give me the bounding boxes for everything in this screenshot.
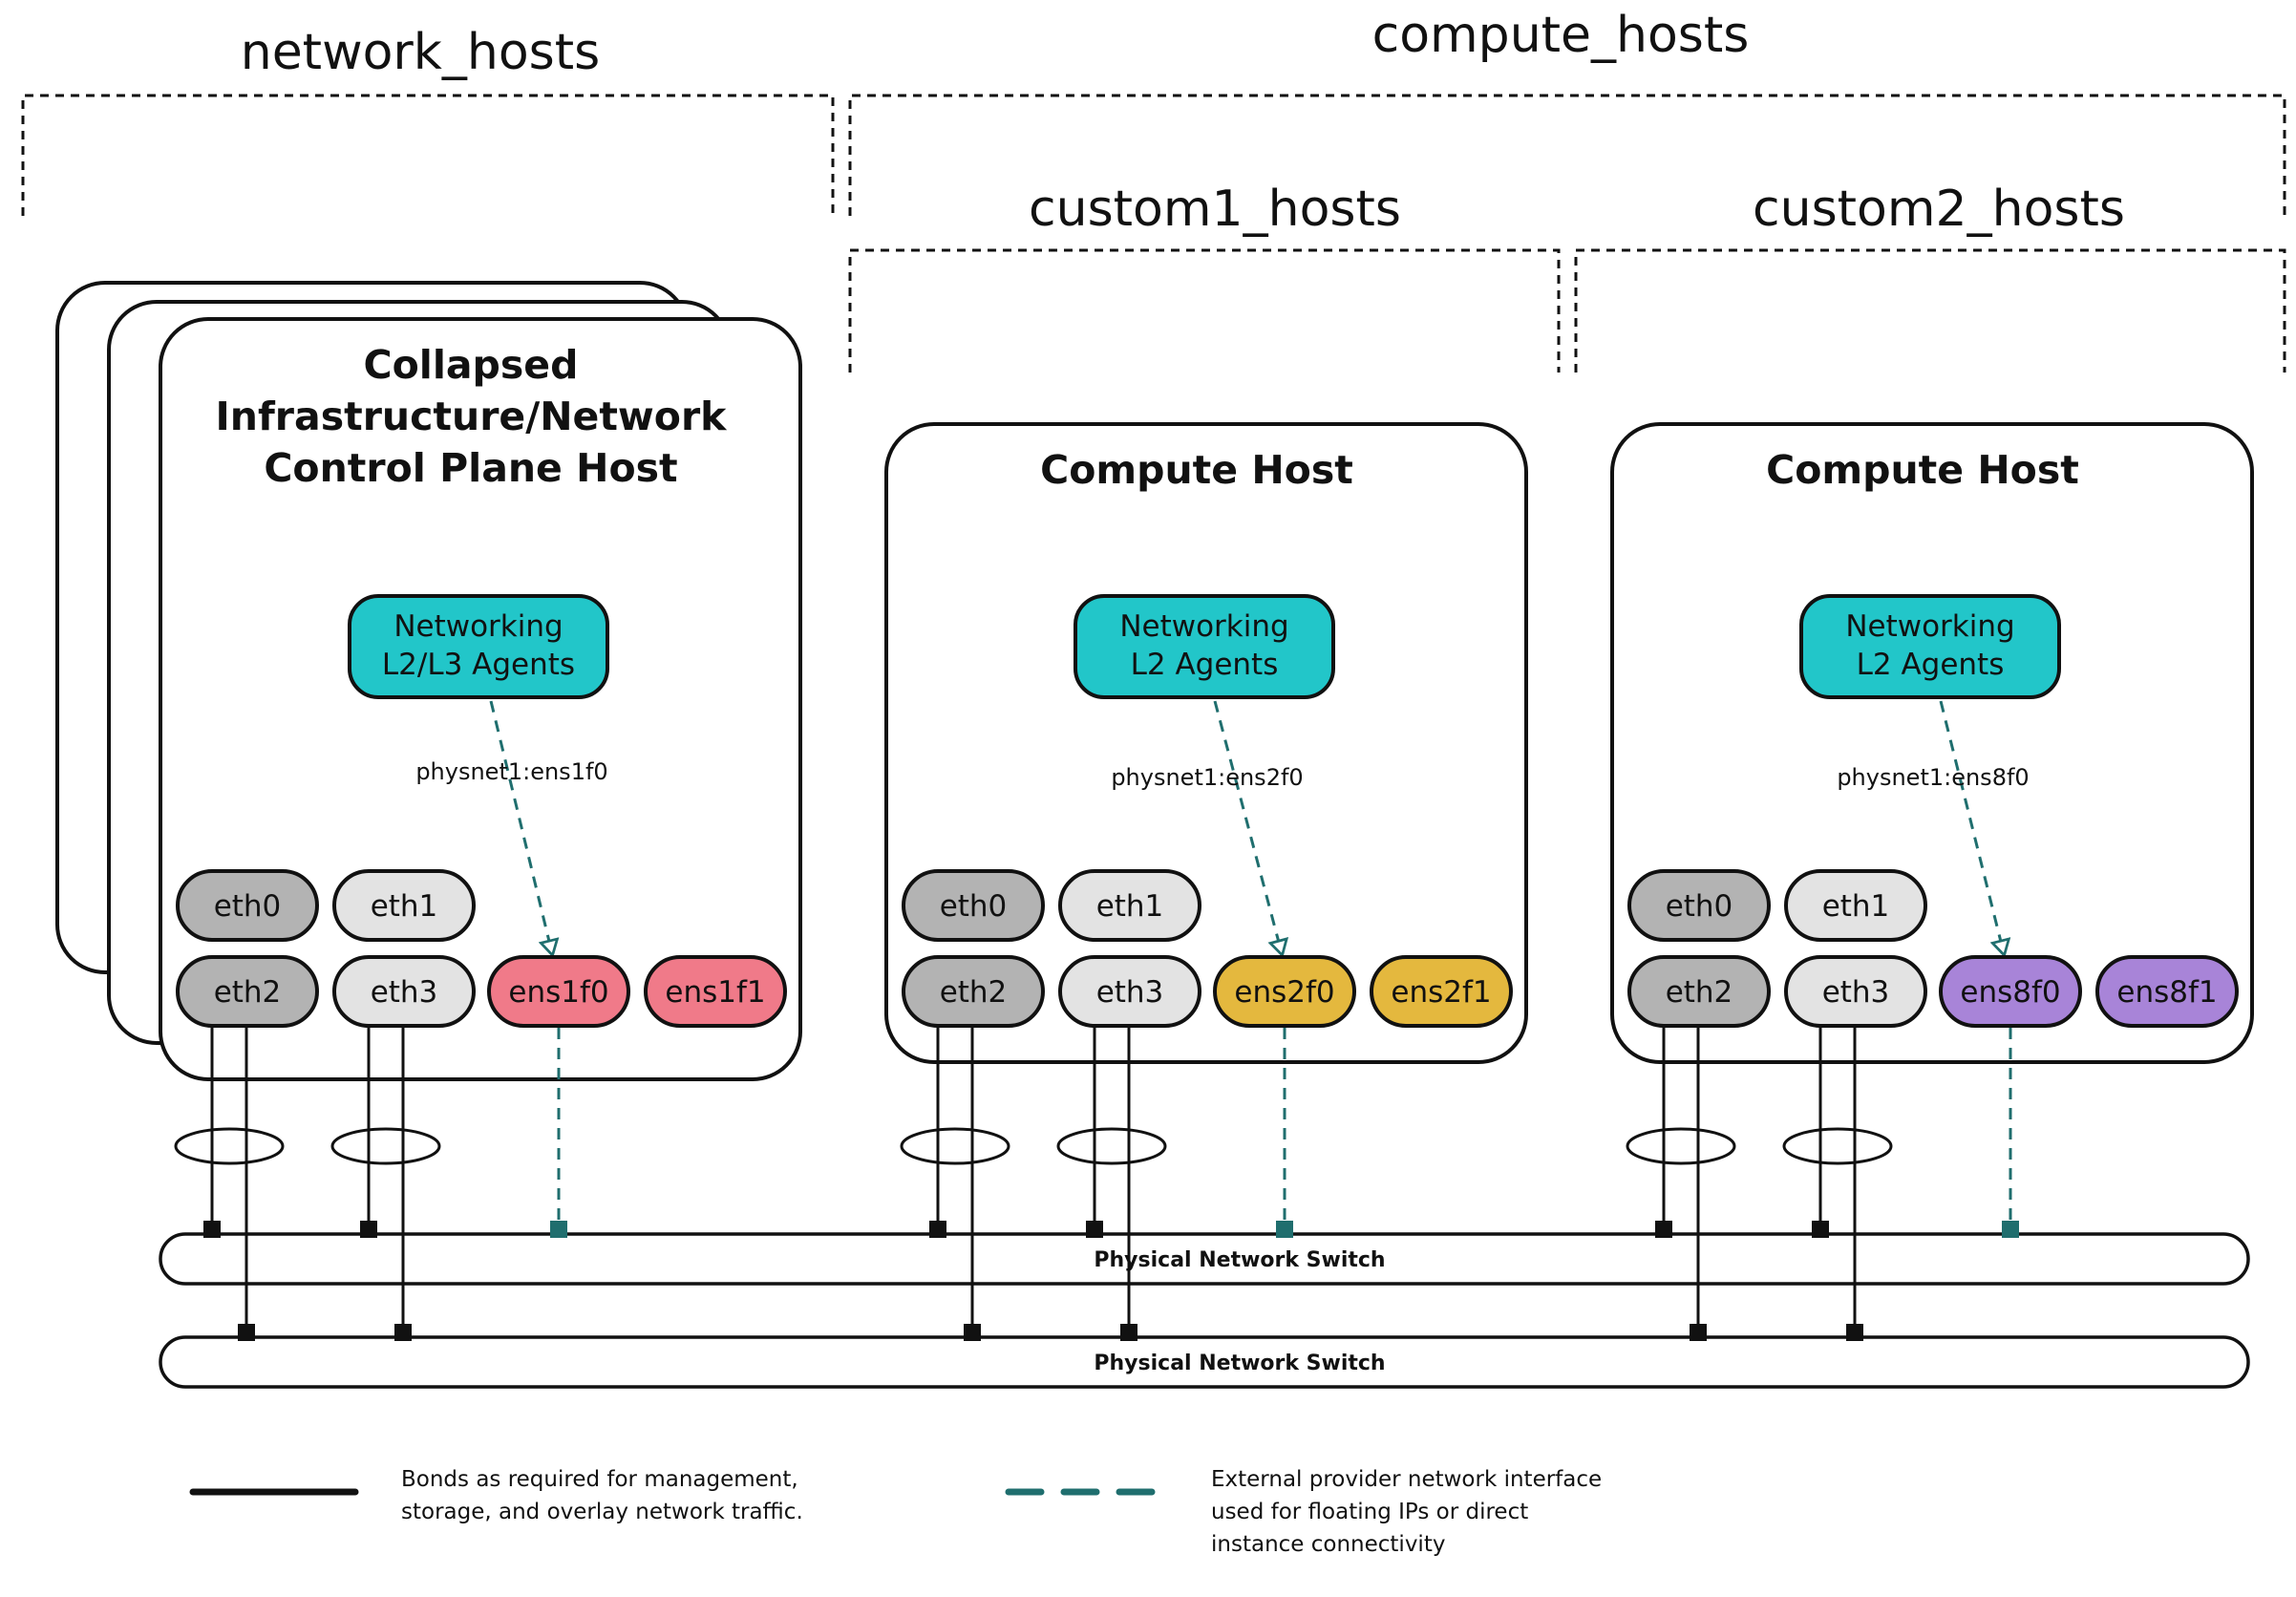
physnet-label: physnet1:ens1f0 [415, 758, 607, 785]
physical-switch-1: Physical Network Switch [159, 1232, 2250, 1286]
nic-ens1f1-label: ens1f1 [665, 975, 765, 1010]
physnet-mapping-arrow-icon [1939, 700, 2004, 953]
networking-agents-label: Networking [393, 609, 563, 644]
nic-eth3-label: eth3 [1822, 975, 1890, 1010]
nic-ens2f1 [1370, 955, 1513, 1028]
bond-ring-icon [900, 1127, 1010, 1165]
physical-switch-2: Physical Network Switch [159, 1335, 2250, 1389]
legend-provider-text-3: instance connectivity [1211, 1532, 1445, 1557]
host-title-line: Control Plane Host [264, 445, 677, 491]
switch-port-icon [1655, 1221, 1672, 1238]
custom1-hosts-label: custom1_hosts [1029, 181, 1401, 238]
nic-eth1 [1784, 869, 1927, 942]
switch-port-icon [1120, 1324, 1137, 1341]
host-title-line: Infrastructure/Network [216, 394, 729, 439]
physnet-mapping-arrow-icon [489, 700, 552, 953]
nic-eth3-label: eth3 [1096, 975, 1164, 1010]
group-brackets: network_hosts compute_hosts custom1_host… [21, 7, 2286, 373]
networking-agents-label: Networking [1845, 609, 2014, 644]
host-title-line: Compute Host [1766, 447, 2079, 493]
nic-ens2f1-label: ens2f1 [1391, 975, 1491, 1010]
nic-eth1-label: eth1 [371, 889, 438, 924]
switch-port-icon [1812, 1221, 1829, 1238]
connections [174, 1026, 2019, 1341]
switch-port-icon [2002, 1221, 2019, 1238]
nic-ens2f0 [1213, 955, 1356, 1028]
networking-agents-label: L2 Agents [1857, 648, 2005, 682]
nic-eth2-label: eth2 [1666, 975, 1733, 1010]
nic-eth1-label: eth1 [1096, 889, 1164, 924]
switch-port-icon [394, 1324, 412, 1341]
legend-bonds-text-2: storage, and overlay network traffic. [401, 1500, 803, 1524]
switch-port-icon [238, 1324, 255, 1341]
nic-eth2-label: eth2 [940, 975, 1008, 1010]
bond-ring-icon [1782, 1127, 1893, 1165]
nic-eth0 [176, 869, 319, 942]
nic-eth0-label: eth0 [214, 889, 282, 924]
physnet-label: physnet1:ens8f0 [1837, 764, 2029, 791]
switch-1-box [159, 1232, 2250, 1286]
host-title-line: Collapsed [364, 342, 579, 388]
custom2-hosts-bracket [1574, 248, 2286, 373]
network-hosts-bracket [21, 94, 835, 216]
physnet-mapping-arrow-icon [1213, 700, 1282, 953]
switch-port-icon [550, 1221, 567, 1238]
switch-port-icon [1846, 1324, 1863, 1341]
nic-eth3-label: eth3 [371, 975, 438, 1010]
switch-port-icon [203, 1221, 221, 1238]
switch-port-icon [929, 1221, 946, 1238]
nic-ens8f0 [1939, 955, 2082, 1028]
nic-ens2f0-label: ens2f0 [1234, 975, 1334, 1010]
bond-ring-icon [174, 1127, 285, 1165]
switch-port-icon [1086, 1221, 1103, 1238]
bond-ring-icon [1626, 1127, 1736, 1165]
nic-eth1-label: eth1 [1822, 889, 1890, 924]
nic-eth1 [332, 869, 476, 942]
custom1-hosts-bracket [848, 248, 1561, 373]
network-hosts-label: network_hosts [241, 24, 601, 81]
host-3-box [1610, 422, 2254, 1064]
legend: Bonds as required for management, storag… [189, 1467, 1602, 1557]
switch-2-box [159, 1335, 2250, 1389]
networking-agents-box [348, 594, 609, 699]
host-title-line: Compute Host [1040, 447, 1353, 493]
bond-ring-icon [1056, 1127, 1167, 1165]
networking-agents-label: L2/L3 Agents [382, 648, 575, 682]
switch-port-icon [1276, 1221, 1293, 1238]
switch-port-icon [360, 1221, 377, 1238]
switch-2-label: Physical Network Switch [1094, 1352, 1385, 1375]
switch-port-icon [1690, 1324, 1707, 1341]
networking-agents-label: L2 Agents [1131, 648, 1279, 682]
switch-port-icon [964, 1324, 981, 1341]
switch-1-label: Physical Network Switch [1094, 1248, 1385, 1272]
legend-provider-text-2: used for floating IPs or direct [1211, 1500, 1528, 1524]
host-2-box [884, 422, 1528, 1064]
nic-ens1f0 [487, 955, 630, 1028]
nic-eth2-label: eth2 [214, 975, 282, 1010]
custom2-hosts-label: custom2_hosts [1753, 181, 2125, 238]
nic-ens8f1 [2095, 955, 2239, 1028]
nic-ens8f0-label: ens8f0 [1960, 975, 2060, 1010]
nic-eth0-label: eth0 [940, 889, 1008, 924]
nic-ens1f1 [644, 955, 787, 1028]
nic-ens1f0-label: ens1f0 [508, 975, 608, 1010]
compute-hosts-label: compute_hosts [1372, 7, 1750, 64]
nic-ens8f1-label: ens8f1 [2116, 975, 2217, 1010]
networking-agents-box [1074, 594, 1335, 699]
nic-eth1 [1058, 869, 1201, 942]
nic-eth0-label: eth0 [1666, 889, 1733, 924]
networking-agents-label: Networking [1119, 609, 1288, 644]
legend-bonds-text-1: Bonds as required for management, [401, 1467, 798, 1492]
networking-agents-box [1799, 594, 2061, 699]
nic-eth0 [1627, 869, 1771, 942]
physnet-label: physnet1:ens2f0 [1111, 764, 1303, 791]
legend-provider-text-1: External provider network interface [1211, 1467, 1602, 1492]
nic-eth0 [902, 869, 1045, 942]
bond-ring-icon [330, 1127, 441, 1165]
